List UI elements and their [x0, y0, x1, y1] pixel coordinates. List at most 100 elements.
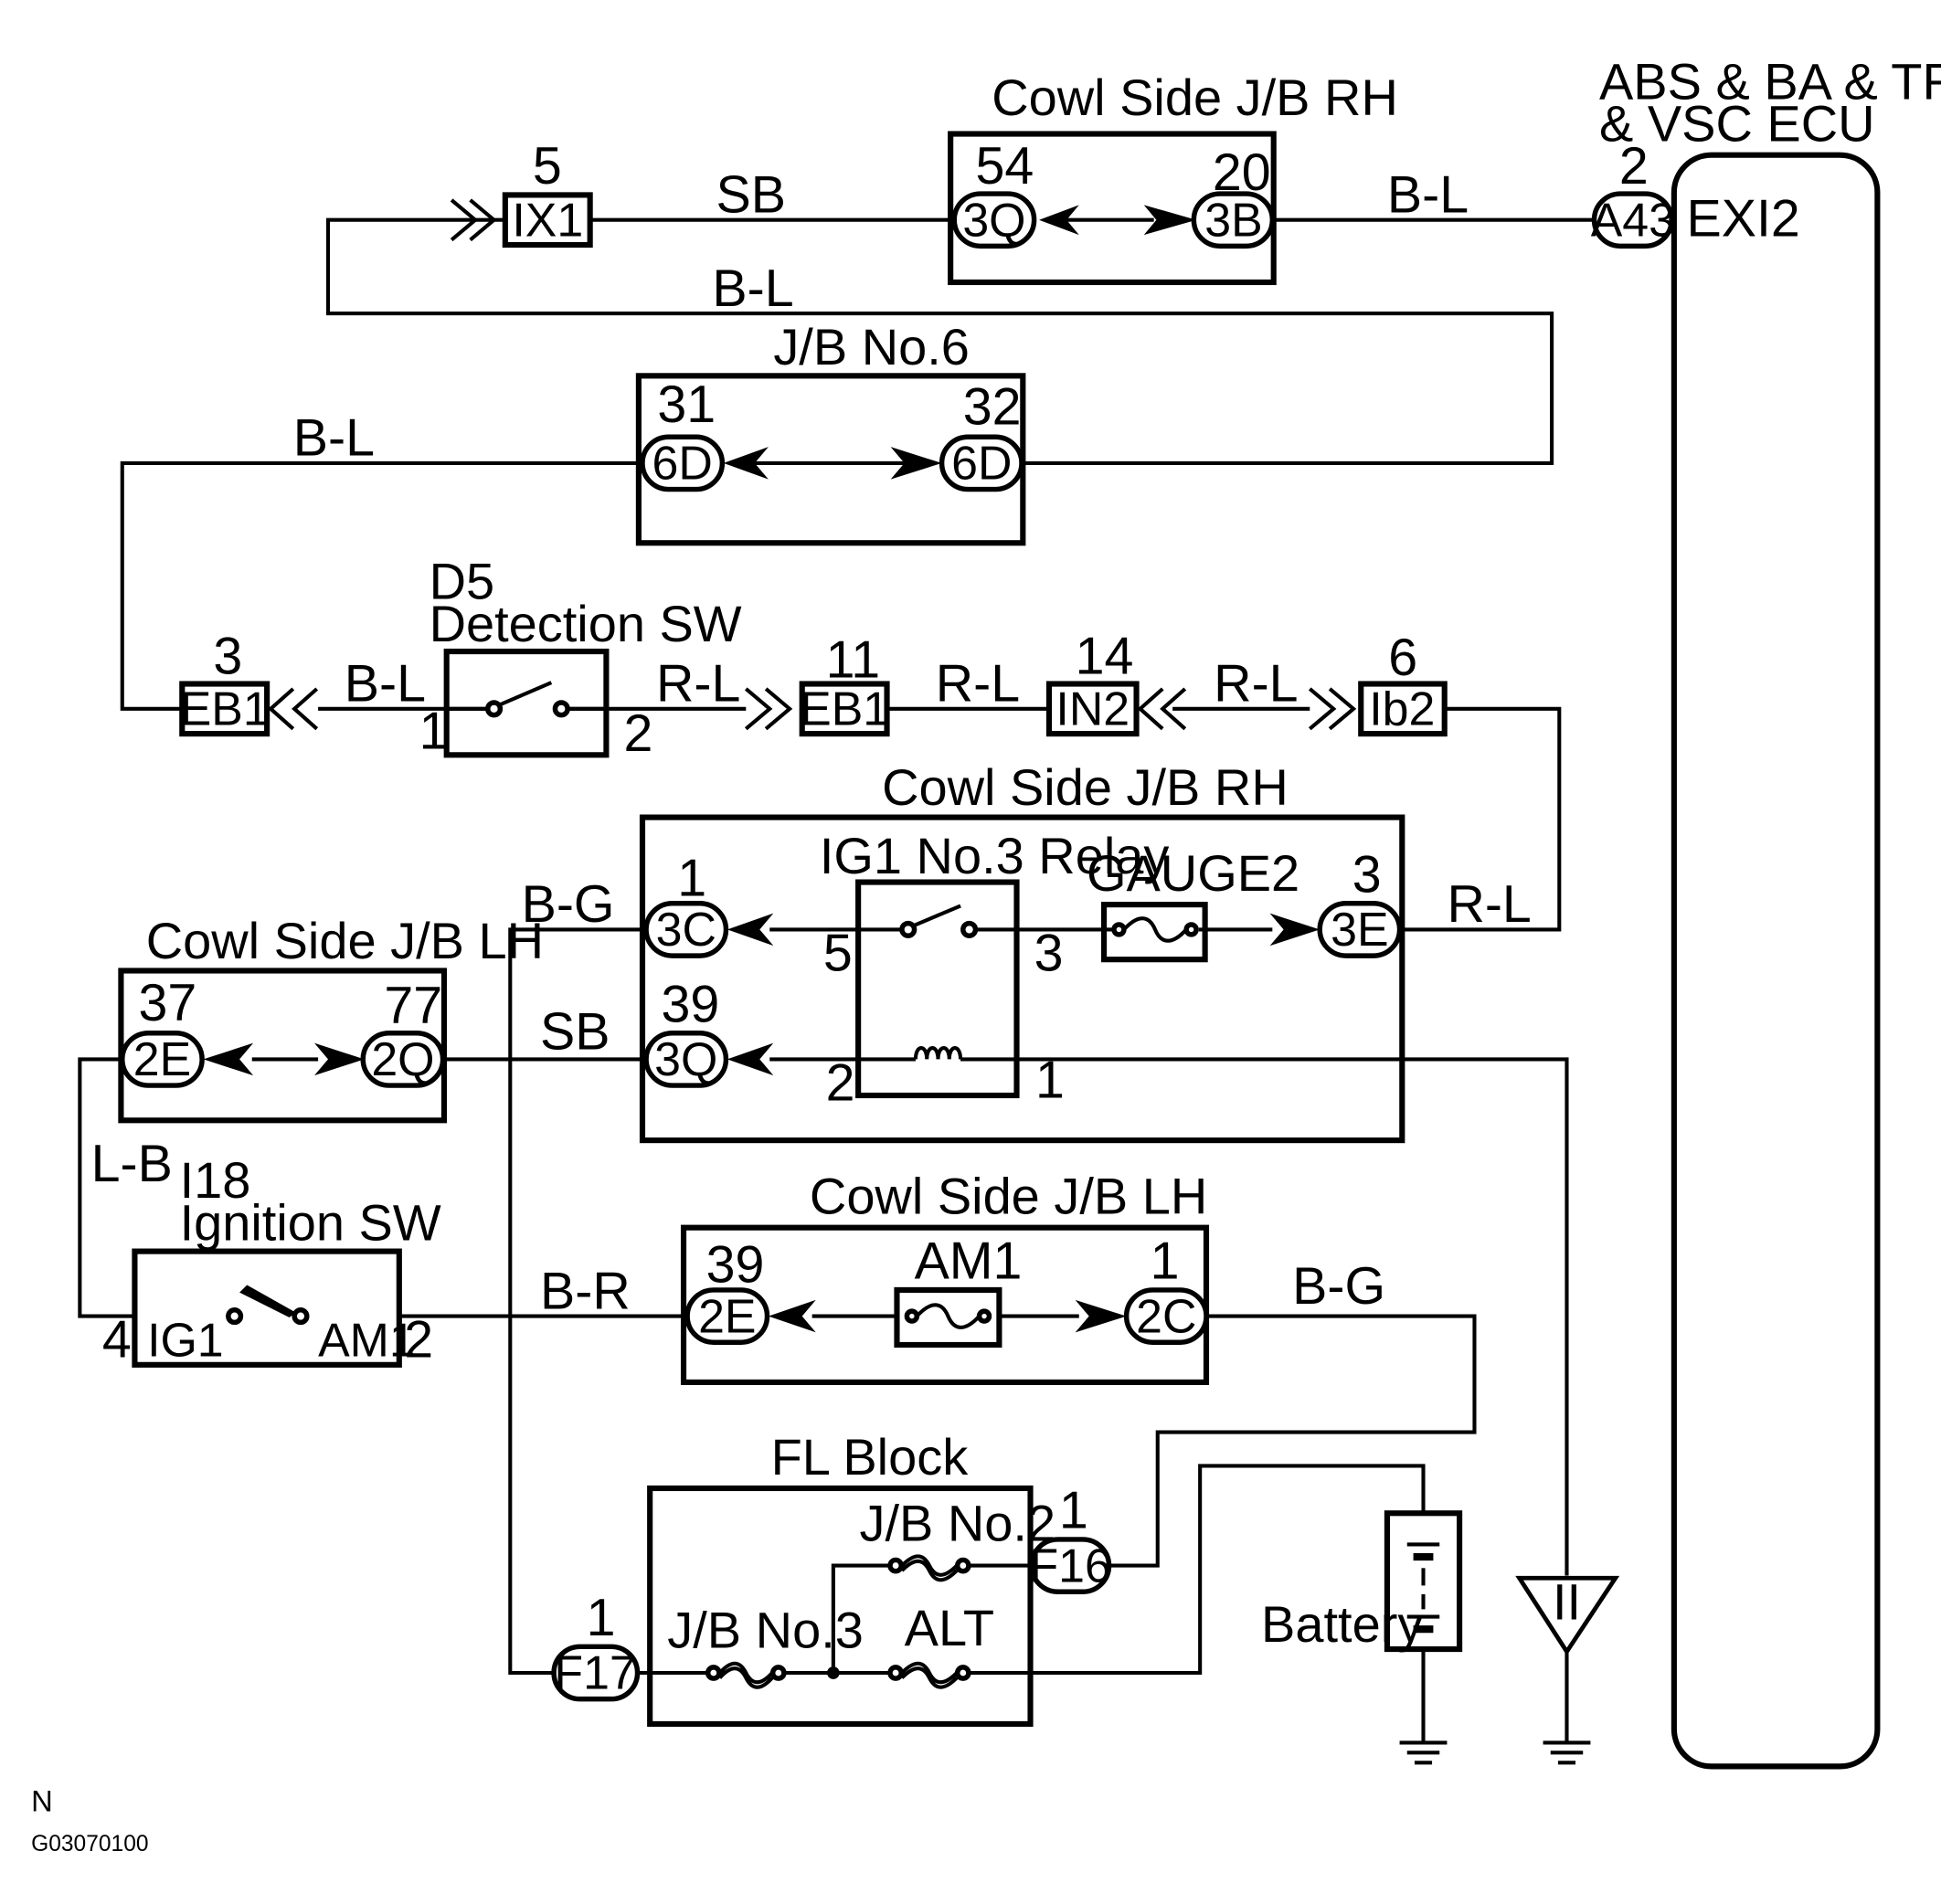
ecu-title-line2: & VSC ECU — [1599, 95, 1875, 153]
ix1-chevron-2 — [469, 198, 497, 242]
d5-pin-left: 1 — [419, 702, 449, 760]
connector-3c — [643, 901, 729, 958]
abs-ecu: ABS & BA & TRAC & VSC ECU 2 A43 EXI2 — [1591, 52, 1941, 1770]
wire-bg-2c-f16 — [1108, 1314, 1477, 1568]
ground-ecu-icon — [1543, 1740, 1591, 1765]
wire-bg-3c — [508, 927, 647, 1676]
wire-label-sb-mid: SB — [540, 1002, 610, 1061]
am1-fuse-icon — [915, 1303, 981, 1329]
eb1-left-chevron-2 — [292, 687, 319, 731]
relay-pin-1: 1 — [1035, 1052, 1065, 1110]
wire-label-bl-left: B-L — [293, 409, 375, 468]
connector-f17-label: F17 — [554, 1646, 635, 1699]
fl-title: FL Block — [771, 1428, 970, 1486]
d5-blade — [498, 681, 553, 707]
jb-no6: J/B No.6 31 32 6D 6D — [635, 318, 1026, 546]
connector-a43 — [1591, 191, 1674, 249]
ib2-box — [1358, 681, 1448, 737]
mid-jb-box — [639, 814, 1405, 1144]
junction-dot — [827, 1666, 840, 1679]
ix1-chevron-1 — [450, 198, 479, 242]
top-jb-left-pin: 54 — [975, 137, 1034, 196]
lh-jb2-left-pin: 39 — [706, 1236, 765, 1295]
fl-jb2-label: J/B No.2 — [860, 1494, 1056, 1551]
gauge2-fuse-box — [1100, 902, 1208, 963]
ign-pin-right: 2 — [404, 1311, 433, 1370]
wire-lb — [78, 1057, 135, 1318]
top-jb-arrow-right — [1143, 205, 1197, 236]
fl-box — [647, 1485, 1034, 1728]
connector-2e-upper — [120, 1030, 205, 1088]
connector-3c-label: 3C — [656, 903, 716, 956]
connector-eb1-right: 11 EB1 — [744, 631, 890, 737]
connector-3q-top-label: 3Q — [962, 193, 1025, 246]
detection-switch: D5 Detection SW 1 2 — [419, 553, 742, 764]
eb1-left-box — [179, 681, 270, 737]
c3q-pin: 39 — [661, 975, 719, 1033]
connector-2q-label: 2Q — [371, 1032, 434, 1085]
relay-pin-5: 5 — [823, 924, 853, 982]
connector-a43-label: A43 — [1591, 193, 1675, 246]
wire-bl-loop — [325, 217, 1554, 465]
ign-am1: AM1 — [318, 1313, 416, 1366]
connector-2q — [360, 1030, 446, 1088]
connector-ib2: 6 Ib2 — [1308, 629, 1448, 737]
fl-alt-fuse-left-icon — [887, 1665, 904, 1681]
connector-3q-top — [951, 191, 1037, 249]
connector-in2: 14 IN2 — [1045, 628, 1187, 737]
connector-3b-label: 3B — [1204, 193, 1262, 246]
ecu-pin: 2 — [1619, 137, 1649, 196]
ecu-body — [1671, 152, 1881, 1770]
connector-3q-mid — [643, 1030, 729, 1088]
lh-jb2-title: Cowl Side J/B LH — [810, 1168, 1207, 1225]
wire-label-bl-top: B-L — [1387, 166, 1469, 225]
connector-6d-right — [939, 434, 1024, 492]
wire-ib2-3e — [1402, 706, 1562, 932]
eb1-right-label: EB1 — [800, 682, 889, 735]
gauge2-fuse-icon — [1122, 916, 1188, 943]
relay-box — [855, 879, 1020, 1099]
connector-2e-upper-label: 2E — [133, 1032, 191, 1085]
ign-pin-left: 4 — [102, 1311, 132, 1370]
c3q-arrow — [727, 1042, 774, 1076]
fl-jb3-fuse-right-icon — [769, 1665, 787, 1681]
triangle-ground-label: II — [1553, 1572, 1581, 1630]
triangle-ground-icon: II — [1515, 1572, 1620, 1656]
connector-2c — [1123, 1287, 1209, 1345]
lh-jb-arrow-right — [313, 1042, 365, 1076]
connector-3e-label: 3E — [1331, 903, 1388, 956]
ib2-label: Ib2 — [1369, 682, 1435, 735]
wire-label-rl-1: R-L — [656, 655, 740, 714]
wire-label-lb: L-B — [91, 1135, 173, 1193]
in2-pin: 14 — [1076, 628, 1134, 686]
fl-jb2-fusible-link-icon — [900, 1554, 959, 1582]
wire-alt-battery — [968, 1464, 1426, 1676]
relay-coil — [913, 1046, 963, 1060]
in2-box — [1045, 681, 1140, 737]
jb6-arrow-right — [890, 447, 942, 480]
eb1-right-chevron-2 — [764, 687, 793, 731]
wire-label-bg-right: B-G — [1292, 1257, 1385, 1316]
footer-code: G03070100 — [31, 1832, 148, 1856]
d5-name: Detection SW — [430, 595, 742, 652]
ign-contact-left — [226, 1307, 244, 1326]
connector-2e-lower-label: 2E — [698, 1289, 756, 1342]
fl-jb3-fuse-left-icon — [705, 1665, 722, 1681]
ix1-label: IX1 — [512, 193, 583, 246]
wire-label-bl-loop: B-L — [712, 259, 793, 318]
fl-block: FL Block J/B No.2 J/B No.3 ALT 1 F16 1 F… — [551, 1428, 1112, 1728]
battery-box — [1384, 1510, 1463, 1653]
relay-pin-3: 3 — [1034, 924, 1064, 982]
battery: Battery — [1261, 1510, 1463, 1653]
wire-label-br: B-R — [540, 1262, 631, 1320]
connector-6d-right-label: 6D — [951, 437, 1012, 490]
top-jb-title: Cowl Side J/B RH — [992, 69, 1398, 126]
relay-contact-left — [899, 920, 917, 938]
c3e-pin: 3 — [1352, 845, 1382, 904]
eb1-right-pin: 11 — [826, 631, 881, 690]
jb6-left-pin: 31 — [657, 376, 716, 434]
ecu-title-line1: ABS & BA & TRAC — [1599, 52, 1941, 110]
relay-blade — [912, 904, 961, 928]
in2-chevron-1 — [1137, 687, 1164, 731]
connector-6d-left — [640, 434, 726, 492]
